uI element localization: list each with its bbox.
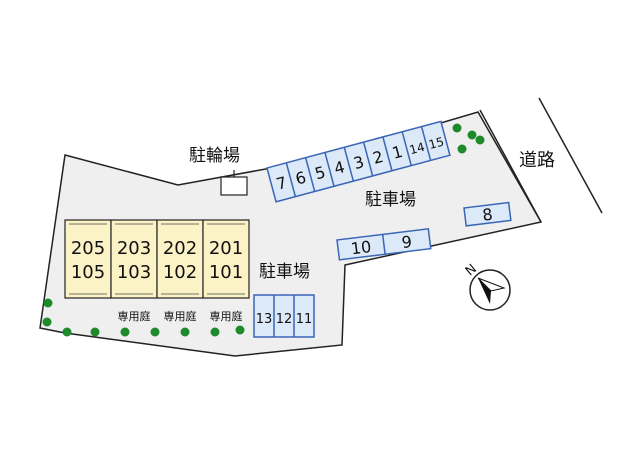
building: 205 105 203 103 202 102 201 101 xyxy=(64,219,250,299)
parking-number: 2 xyxy=(371,147,386,168)
road-label: 道路 xyxy=(519,150,555,171)
parking-divider xyxy=(362,141,374,177)
parking-number: 5 xyxy=(313,162,328,183)
parking-divider xyxy=(381,234,386,255)
parking-number: 12 xyxy=(276,312,293,327)
tree-icon xyxy=(475,135,485,145)
parking-divider xyxy=(304,157,316,192)
tree-icon xyxy=(235,325,245,335)
parking-divider xyxy=(401,131,413,166)
parking-number: 11 xyxy=(296,312,313,327)
parking-number: 7 xyxy=(274,173,289,194)
tree-icon xyxy=(62,327,72,337)
parking-number: 13 xyxy=(256,312,273,327)
parking-divider xyxy=(343,147,355,182)
unit-number-lower: 102 xyxy=(163,262,197,283)
parking-number: 3 xyxy=(351,152,366,173)
tree-icon xyxy=(210,327,220,337)
unit-number-lower: 103 xyxy=(117,262,151,283)
unit-number-upper: 201 xyxy=(209,238,243,259)
tree-icon xyxy=(150,327,160,337)
unit-block xyxy=(64,219,112,299)
parking-row-mid: 10 9 xyxy=(336,227,432,261)
tree-icon xyxy=(180,327,190,337)
parking-number: 6 xyxy=(293,168,308,189)
parking-divider xyxy=(285,162,297,197)
parking-number: 4 xyxy=(332,157,347,178)
unit-number-upper: 203 xyxy=(117,238,151,259)
tree-icon xyxy=(90,327,100,337)
tree-icon xyxy=(43,298,53,308)
parking-number: 9 xyxy=(401,232,413,252)
tree-icon xyxy=(452,123,462,133)
tree-icon xyxy=(457,144,467,154)
parking-number: 15 xyxy=(427,135,445,152)
compass-needle-light xyxy=(477,277,506,292)
unit-block xyxy=(202,219,250,299)
parking-number: 14 xyxy=(408,140,426,157)
parking-divider xyxy=(382,136,393,171)
unit-block xyxy=(110,219,158,299)
private-garden-label: 専用庭 xyxy=(210,309,243,323)
private-garden-label: 専用庭 xyxy=(118,309,151,323)
compass-needle-dark xyxy=(478,278,491,304)
unit-number-lower: 101 xyxy=(209,262,243,283)
parking-divider xyxy=(420,126,432,161)
bicycle-parking-box xyxy=(220,176,248,196)
parking-divider xyxy=(324,152,335,187)
tree-icon xyxy=(42,317,52,327)
private-gardens: 専用庭専用庭専用庭 xyxy=(118,309,243,323)
parking-number: 8 xyxy=(481,205,493,225)
unit-number-upper: 205 xyxy=(71,238,105,259)
tree-icon xyxy=(120,327,130,337)
parking-number: 10 xyxy=(350,237,373,258)
private-garden-label: 専用庭 xyxy=(164,309,197,323)
parking-label-lower: 駐車場 xyxy=(259,262,310,282)
bicycle-parking-label: 駐輪場 xyxy=(189,146,240,166)
parking-space-8: 8 xyxy=(463,201,512,227)
road-edge-line xyxy=(538,97,603,214)
trees xyxy=(42,123,485,337)
unit-block xyxy=(156,219,204,299)
north-compass: N xyxy=(463,262,511,311)
tree-icon xyxy=(467,130,477,140)
parking-number: 1 xyxy=(390,142,405,163)
parking-label-upper: 駐車場 xyxy=(365,190,416,210)
unit-number-lower: 105 xyxy=(71,262,105,283)
unit-number-upper: 202 xyxy=(163,238,197,259)
